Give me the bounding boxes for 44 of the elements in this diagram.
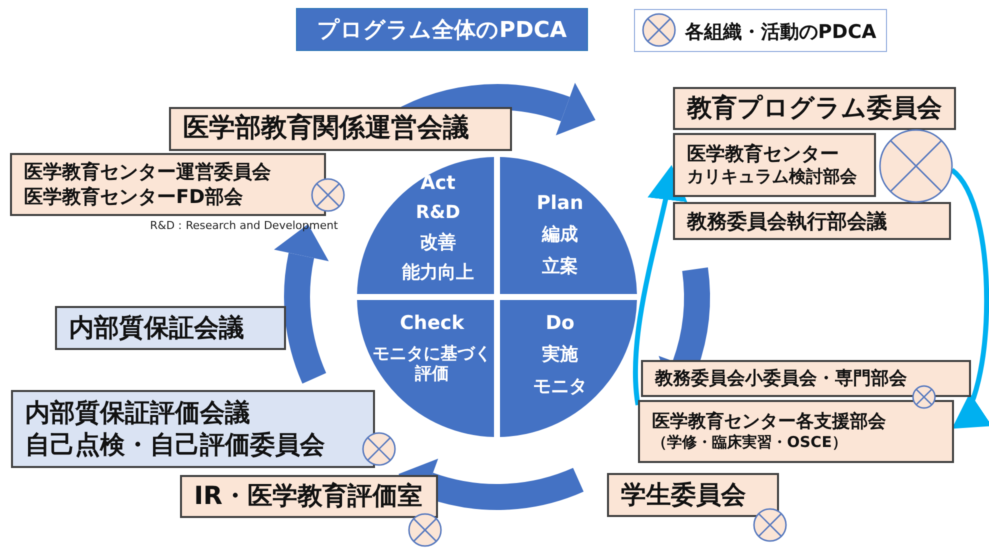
pdca-mark bbox=[879, 129, 953, 203]
committee-name: 医学教育センター bbox=[687, 142, 840, 166]
committee-name: 医学教育センター各支援部会 bbox=[652, 410, 887, 434]
phase-title: Do bbox=[544, 312, 576, 335]
committee-name: 教育プログラム委員会 bbox=[687, 92, 942, 124]
committee-name: 学生委員会 bbox=[621, 478, 747, 511]
phase-text: R&D bbox=[414, 202, 462, 224]
committee-box bbox=[169, 107, 512, 151]
cycle-connector bbox=[950, 168, 989, 430]
committee-name: 内部質保証評価会議 bbox=[25, 396, 251, 428]
committee-name: 医学部教育関係運営会議 bbox=[183, 112, 470, 146]
committee-name: IR・医学教育評価室 bbox=[194, 480, 424, 512]
cycle-connector bbox=[633, 165, 686, 406]
title-banner: プログラム全体のPDCA bbox=[296, 8, 588, 51]
phase-title: Plan bbox=[536, 192, 584, 215]
committee-box bbox=[180, 475, 438, 518]
committee-box bbox=[641, 360, 971, 397]
phase-text: 実施 bbox=[541, 344, 579, 366]
committee-name: 自己点検・自己評価委員会 bbox=[25, 429, 326, 461]
phase-text: モニタ bbox=[532, 376, 588, 398]
committee-box bbox=[11, 390, 375, 468]
committee-name: 医学教育センターFD部会 bbox=[24, 184, 244, 210]
phase-title: Act bbox=[419, 172, 457, 195]
phase-text: 改善 bbox=[419, 232, 457, 254]
phase-text: 立案 bbox=[541, 256, 579, 278]
committee-box bbox=[55, 306, 286, 350]
committee-box bbox=[673, 87, 956, 130]
committee-box bbox=[638, 400, 954, 463]
committee-name: カリキュラム検討部会 bbox=[687, 166, 858, 188]
committee-name: 教務委員会執行部会議 bbox=[687, 208, 888, 234]
phase-text: 編成 bbox=[540, 224, 579, 246]
committee-name: （学修・臨床実習・OSCE） bbox=[652, 433, 848, 453]
phase-text: モニタに基づく評価 bbox=[372, 344, 492, 385]
phase-title: Check bbox=[398, 312, 466, 335]
committee-box bbox=[673, 202, 951, 240]
committee-name: 内部質保証会議 bbox=[69, 312, 245, 344]
committee-name: 教務委員会小委員会・専門部会 bbox=[655, 366, 908, 390]
footnote: R&D：Research and Development bbox=[150, 218, 338, 233]
phase-text: 能力向上 bbox=[401, 262, 475, 284]
committee-box bbox=[673, 133, 876, 197]
committee-box bbox=[10, 153, 326, 216]
committee-name: 医学教育センター運営委員会 bbox=[24, 160, 272, 184]
committee-box bbox=[607, 473, 779, 517]
legend-label: 各組織・活動のPDCA bbox=[685, 20, 876, 45]
